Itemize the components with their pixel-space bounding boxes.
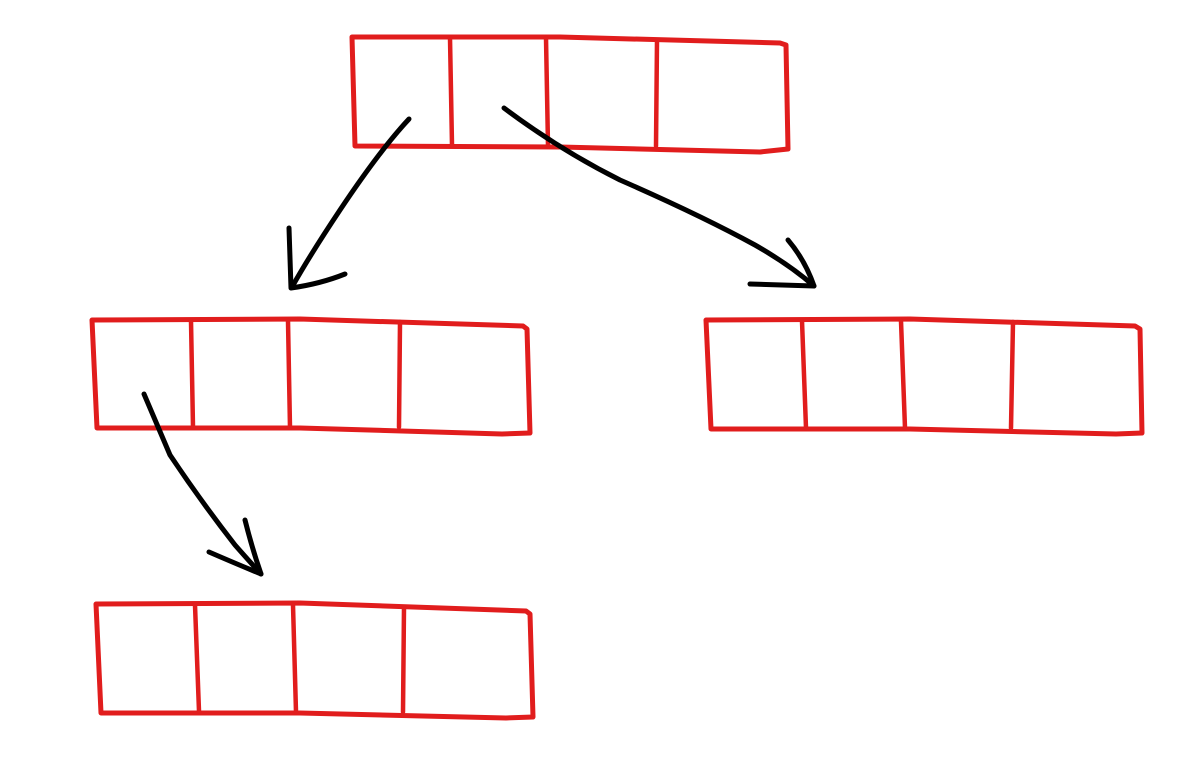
node-left-grandchild (93, 600, 536, 721)
arrowhead-icon (206, 517, 264, 577)
slot-divider (290, 602, 299, 715)
slot-divider (447, 35, 455, 148)
slot-divider (898, 318, 908, 431)
arrowhead-icon (286, 225, 348, 291)
slot-divider (188, 318, 196, 430)
arrow-shaft (141, 391, 264, 577)
node-right-child (703, 316, 1145, 437)
node-left-child (89, 316, 533, 437)
slot-divider (1008, 319, 1016, 431)
slot-divider (285, 318, 293, 431)
edge-root-to-right-child (501, 105, 817, 289)
node-frame (703, 316, 1145, 437)
edge-root-to-left-child (286, 116, 412, 291)
node-frame (349, 34, 791, 155)
node-frame (89, 316, 533, 437)
slot-divider (396, 319, 403, 430)
node-frame (93, 600, 536, 721)
arrow-shaft (501, 105, 817, 289)
slot-divider (400, 604, 407, 715)
slot-divider (543, 35, 551, 149)
arrowhead-icon (747, 237, 817, 289)
arrow-shaft (289, 116, 412, 290)
slot-divider (799, 318, 809, 431)
slot-divider (192, 602, 202, 714)
node-root (349, 34, 791, 155)
slot-divider (653, 37, 660, 149)
edge-left-child-to-left-grandchild (141, 391, 264, 577)
